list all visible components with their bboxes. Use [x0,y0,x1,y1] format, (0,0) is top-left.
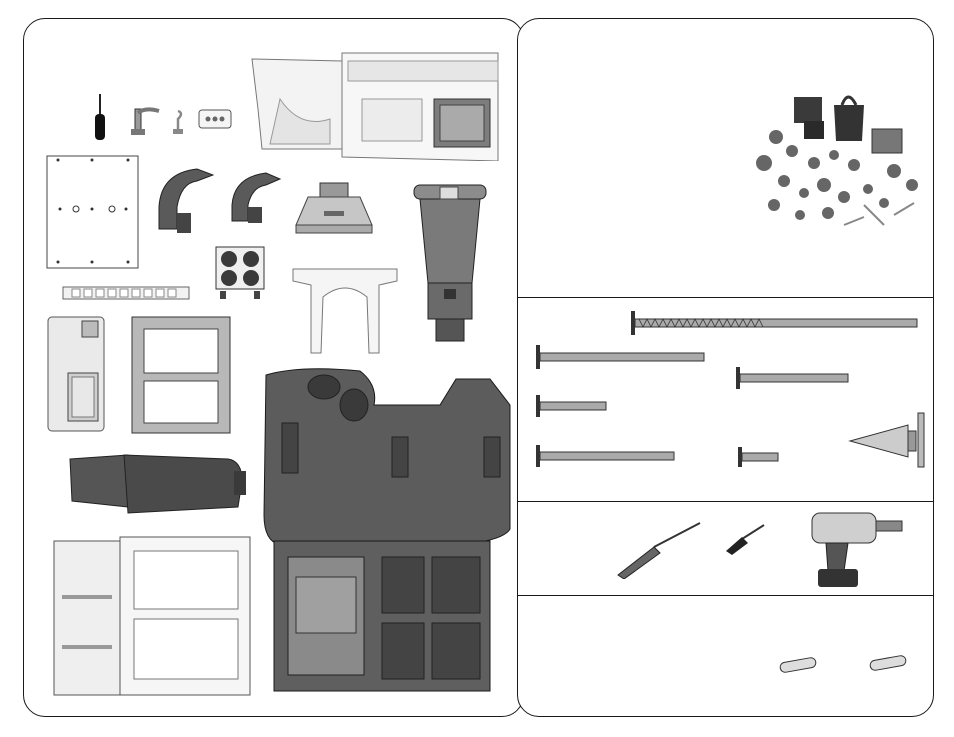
drill-icon [808,509,904,589]
screw-icon [534,443,676,469]
pin-icon [778,657,818,673]
burner-icon [214,245,266,301]
frame-icon [130,315,232,435]
screw-icon [734,365,850,391]
screw-icon [534,343,706,371]
counter-icon [260,365,512,549]
door-icon [46,315,106,433]
plate-icon [198,109,232,129]
play-food-set-icon [744,85,932,235]
anchor-icon [848,411,928,469]
section-divider [518,297,933,298]
shelf-icon [52,535,254,697]
screw-icon [534,393,608,419]
countertop-icon [250,49,500,161]
section-divider [518,501,933,502]
screw-icon [629,309,919,337]
screw-icon [736,445,780,469]
screwdriver-icon [90,94,110,142]
tower-icon [410,183,490,343]
bench-icon [68,451,248,517]
cabinet-icon [272,537,492,693]
stubby-screwdriver-icon [724,523,766,555]
hook-icon [170,109,186,135]
hood-icon [294,181,374,235]
rack-icon [62,283,190,303]
screwdriver-icon [614,521,702,579]
arch-icon [289,267,401,355]
right-panel [517,18,934,717]
panel-icon [46,155,139,269]
bracket-icon [230,171,282,225]
parts-panel [23,18,524,717]
bracket-icon [157,167,214,235]
faucet-icon [125,101,161,137]
section-divider [518,595,933,596]
pin-icon [868,655,908,671]
